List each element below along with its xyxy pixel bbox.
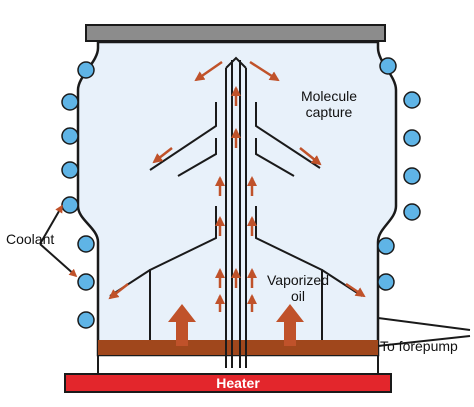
heater-plate: [64, 373, 392, 393]
arrow-top-right: [249, 60, 280, 82]
coil-left-5: [61, 196, 79, 214]
coil-right-6: [377, 237, 395, 255]
molecule-capture-label: Molecule capture: [294, 88, 364, 120]
forepump-label: To forepump: [380, 338, 458, 354]
molecule-capture-line1: Molecule: [300, 88, 358, 104]
coil-left-4: [61, 161, 79, 179]
coil-right-2: [403, 91, 421, 109]
coil-right-5: [403, 203, 421, 221]
jet-top-cap: [225, 56, 247, 69]
oil-pool: [98, 340, 378, 355]
vaporized-oil-line1: Vaporized: [266, 272, 329, 288]
arrow-upper-left-jet: [152, 147, 173, 164]
pump-lid: [85, 24, 386, 42]
arrow-upper-right-jet: [299, 147, 322, 166]
coil-right-4: [403, 167, 421, 185]
molecule-capture-line2: capture: [305, 104, 353, 120]
big-vapor-arrow-right: [276, 304, 304, 346]
arrow-lower-left-jet: [108, 283, 129, 300]
middle-jet-skirt-left: [177, 138, 217, 177]
forepump-outlet: [377, 317, 471, 347]
arrow-lower-right-jet: [345, 282, 366, 298]
vaporized-oil-label: Vaporized oil: [258, 272, 338, 304]
coil-left-1: [77, 61, 95, 79]
heater-label: Heater: [216, 375, 260, 391]
coil-left-2: [61, 93, 79, 111]
coolant-coils-left: [61, 61, 95, 329]
coil-left-7: [77, 273, 95, 291]
coil-right-1: [379, 57, 397, 75]
coil-left-6: [77, 235, 95, 253]
coolant-label: Coolant: [6, 231, 55, 247]
vaporized-oil-line2: oil: [290, 288, 305, 304]
upper-jet-skirt-right: [255, 102, 321, 169]
coil-right-3: [403, 129, 421, 147]
middle-jet-skirt-right: [255, 138, 295, 177]
coil-right-7: [377, 273, 395, 291]
vapor-flow-arrows: [108, 60, 366, 312]
upper-jet-skirt-left: [149, 102, 217, 171]
coolant-pointers: [39, 204, 78, 278]
big-vapor-arrow-left: [168, 304, 196, 346]
coil-left-8: [77, 311, 95, 329]
coil-left-3: [61, 127, 79, 145]
arrow-top-left: [194, 60, 223, 82]
coolant-coils-right: [377, 57, 421, 291]
